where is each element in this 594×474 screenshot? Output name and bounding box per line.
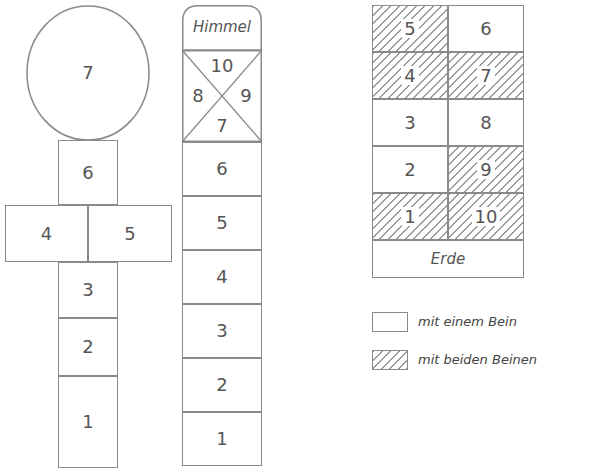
field-number: 2 xyxy=(216,375,227,395)
hopscotch-field: 3 xyxy=(182,304,262,358)
hopscotch-field: 4 xyxy=(372,52,448,99)
field-number: 6 xyxy=(480,19,491,39)
field-number: 10 xyxy=(211,56,234,76)
field-number: 6 xyxy=(216,159,227,179)
field-word: Erde xyxy=(431,251,465,268)
field-number: 4 xyxy=(41,224,52,244)
hopscotch-field: 5 xyxy=(88,205,172,262)
field-number: 1 xyxy=(216,429,227,449)
field-word: Himmel xyxy=(193,19,251,36)
field-number: 9 xyxy=(240,86,251,106)
field-number: 5 xyxy=(401,19,418,39)
hopscotch-field: 1 xyxy=(58,376,118,468)
legend-text: mit beiden Beinen xyxy=(418,350,537,370)
field-number: 4 xyxy=(216,267,227,287)
field-number: 1 xyxy=(401,207,418,227)
hopscotch-field: 3 xyxy=(58,262,118,318)
legend-text: mit einem Bein xyxy=(418,312,517,332)
hopscotch-field: 5 xyxy=(182,196,262,250)
field-number: 9 xyxy=(477,160,494,180)
hopscotch-field: 1 xyxy=(182,412,262,466)
field-number: 7 xyxy=(216,116,227,136)
legend-swatch xyxy=(372,350,408,370)
field-number: 8 xyxy=(480,113,491,133)
hopscotch-field: 10 xyxy=(448,193,524,240)
hopscotch-field: 6 xyxy=(448,5,524,52)
hopscotch-field: 8 xyxy=(448,99,524,146)
hopscotch-field: 7 xyxy=(448,52,524,99)
field-number: 7 xyxy=(82,63,93,83)
hopscotch-field: 10 8 97 xyxy=(182,50,262,142)
field-number: 7 xyxy=(477,66,494,86)
hopscotch-field: 5 xyxy=(372,5,448,52)
hopscotch-field: 4 xyxy=(5,205,88,262)
field-number: 5 xyxy=(124,224,135,244)
field-number: 3 xyxy=(404,113,415,133)
field-number: 4 xyxy=(401,66,418,86)
hopscotch-field: 2 xyxy=(372,146,448,193)
hopscotch-field: 9 xyxy=(448,146,524,193)
field-number: 3 xyxy=(82,280,93,300)
field-number: 2 xyxy=(404,160,415,180)
hopscotch-field: 6 xyxy=(182,142,262,196)
legend-swatch xyxy=(372,312,408,332)
field-number: 8 xyxy=(192,86,203,106)
field-number: 10 xyxy=(472,207,501,227)
field-number: 6 xyxy=(82,163,93,183)
field-number: 1 xyxy=(82,412,93,432)
hopscotch-field: 7 xyxy=(26,5,150,141)
hopscotch-field: 4 xyxy=(182,250,262,304)
field-number: 2 xyxy=(82,337,93,357)
hopscotch-field: Himmel xyxy=(182,5,262,50)
field-number: 3 xyxy=(216,321,227,341)
hopscotch-field: 2 xyxy=(58,318,118,376)
hopscotch-field: 1 xyxy=(372,193,448,240)
hopscotch-field: Erde xyxy=(372,240,524,278)
field-number: 5 xyxy=(216,213,227,233)
hopscotch-field: 2 xyxy=(182,358,262,412)
hopscotch-field: 6 xyxy=(58,140,118,205)
hopscotch-field: 3 xyxy=(372,99,448,146)
